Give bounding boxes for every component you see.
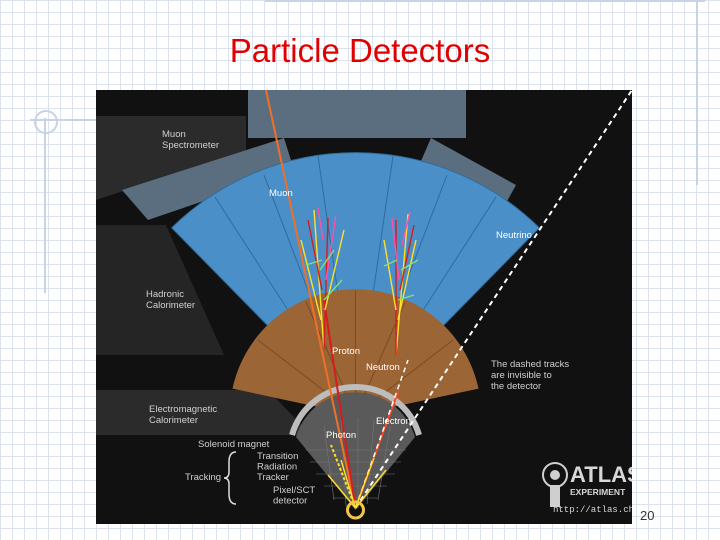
label-tracking: Tracking (185, 472, 221, 483)
label-proton: Proton (332, 346, 360, 357)
label-solenoid: Solenoid magnet (198, 439, 270, 450)
atlas-logo-subtitle: EXPERIMENT (570, 487, 626, 497)
label-neutrino: Neutrino (496, 230, 532, 241)
deco-circle (34, 110, 58, 134)
label-neutron: Neutron (366, 362, 400, 373)
hadronic-label-panel (96, 225, 224, 355)
page-number: 20 (640, 508, 655, 523)
label-electron: Electron (376, 416, 411, 427)
tracker-grid (306, 418, 406, 508)
deco-right-line (696, 0, 698, 185)
deco-left-line (44, 118, 46, 293)
atlas-logo-url: http://atlas.ch (553, 505, 632, 515)
hadronic-calorimeter (170, 152, 541, 416)
muon-label-panel (96, 116, 246, 200)
muon-chamber-left (122, 138, 294, 220)
solenoid-magnet (289, 383, 422, 436)
jet-shower-left (300, 207, 345, 351)
deco-cross-line (30, 119, 100, 121)
tracker-region (296, 392, 415, 510)
label-photon: Photon (326, 430, 356, 441)
neutron-track (354, 359, 409, 509)
label-muon: Muon (269, 188, 293, 199)
jet-shower-right (383, 211, 419, 356)
proton-track (323, 299, 357, 509)
slide-title: Particle Detectors (229, 32, 491, 69)
muon-chamber-top (248, 90, 466, 138)
neutrino-track (354, 90, 632, 509)
atlas-logo-name: ATLAS (570, 462, 632, 487)
em-label-panel (96, 390, 311, 435)
atlas-logo: ATLAS EXPERIMENT http://atlas.ch (542, 462, 632, 515)
tracking-bracket (223, 451, 237, 505)
interaction-point (346, 500, 365, 520)
photon-track (330, 444, 357, 509)
muon-track (265, 90, 357, 509)
deco-top-line (265, 0, 705, 2)
